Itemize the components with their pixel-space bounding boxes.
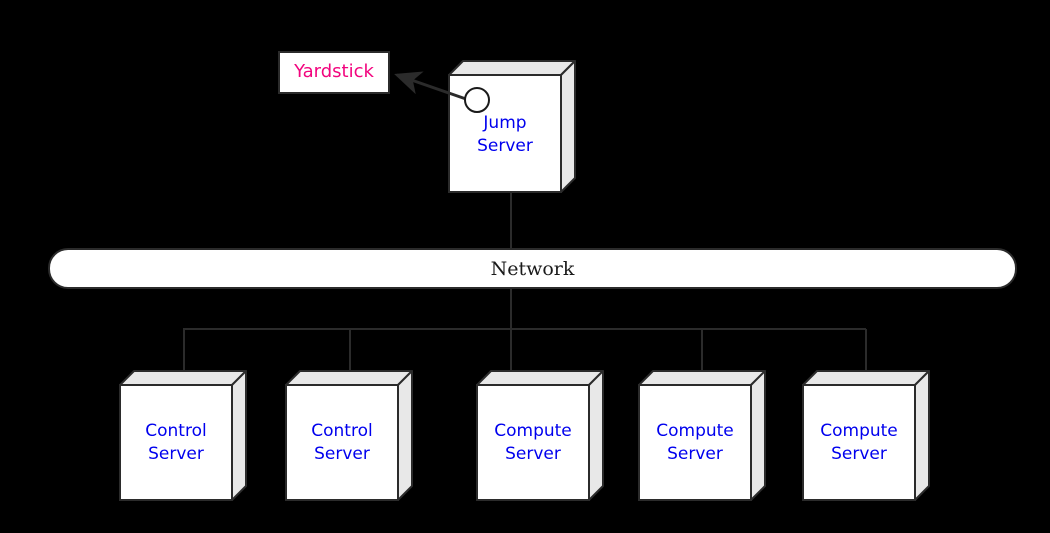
server-1-front-face <box>119 384 233 501</box>
server-node-5[interactable] <box>802 370 930 501</box>
server-1-top-face <box>119 370 247 386</box>
yardstick-box <box>278 51 390 94</box>
jump-server-side-face <box>560 60 576 193</box>
yardstick-interface-link <box>394 71 490 113</box>
jump-server-node[interactable] <box>448 60 576 193</box>
server-node-1[interactable] <box>119 370 247 501</box>
network-node[interactable] <box>48 248 1017 289</box>
server-5-side-face <box>914 370 930 501</box>
yardstick-node[interactable] <box>278 51 390 94</box>
server-2-side-face <box>397 370 413 501</box>
interface-connector-line <box>394 71 467 101</box>
network-label: Network <box>490 258 575 280</box>
server-4-side-face <box>750 370 766 501</box>
jump-server-top-face <box>448 60 576 76</box>
server-4-top-face <box>638 370 766 386</box>
server-3-top-face <box>476 370 604 386</box>
server-5-front-face <box>802 384 916 501</box>
network-bar <box>48 248 1017 289</box>
jump-server-front-face <box>448 74 562 193</box>
server-5-top-face <box>802 370 930 386</box>
server-1-side-face <box>231 370 247 501</box>
connector-lines <box>183 192 867 372</box>
server-4-front-face <box>638 384 752 501</box>
lollipop-interface-circle <box>464 87 490 113</box>
server-node-2[interactable] <box>285 370 413 501</box>
server-2-top-face <box>285 370 413 386</box>
server-node-4[interactable] <box>638 370 766 501</box>
server-3-side-face <box>588 370 604 501</box>
server-2-front-face <box>285 384 399 501</box>
yardstick-label: Yardstick <box>294 61 374 82</box>
server-node-3[interactable] <box>476 370 604 501</box>
server-3-front-face <box>476 384 590 501</box>
